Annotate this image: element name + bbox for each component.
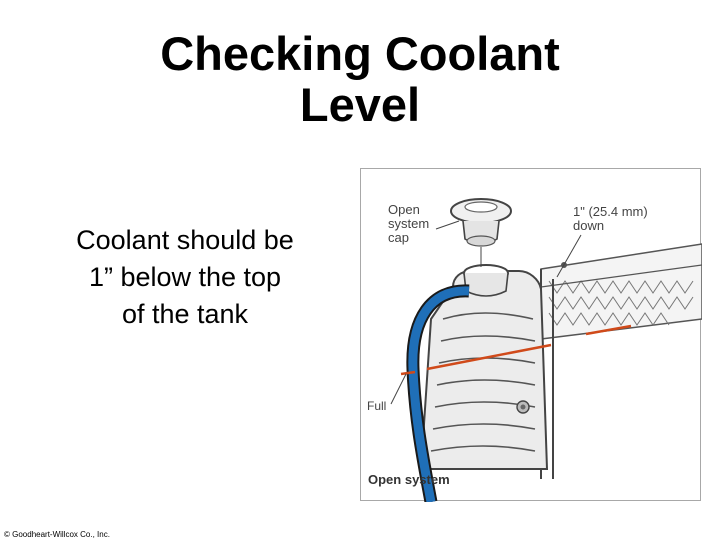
copyright-notice: © Goodheart-Willcox Co., Inc.	[4, 530, 110, 539]
tank-body	[419, 264, 549, 470]
body-text: Coolant should be 1” below the top of th…	[40, 222, 330, 333]
slide-title: Checking Coolant Level	[0, 28, 720, 130]
title-line-2: Level	[299, 78, 421, 131]
leader-lines	[390, 220, 582, 405]
figure-caption: Open system	[368, 472, 450, 487]
one-inch-down-label: 1" (25.4 mm) down	[573, 204, 648, 233]
tank-drawing	[390, 198, 702, 502]
body-line-2: 1” below the top	[88, 262, 282, 292]
body-line-1: Coolant should be	[76, 225, 294, 255]
radiator-core	[540, 243, 702, 479]
level-lines	[400, 324, 632, 376]
coolant-tank-illustration: Open system cap 1" (25.4 mm) down Full O…	[360, 168, 702, 502]
open-system-cap-label: Open system cap	[388, 202, 430, 245]
title-line-1: Checking Coolant	[160, 27, 560, 80]
radiator-cap	[450, 198, 512, 267]
body-line-3: of the tank	[121, 299, 249, 329]
full-label: Full	[367, 399, 387, 413]
